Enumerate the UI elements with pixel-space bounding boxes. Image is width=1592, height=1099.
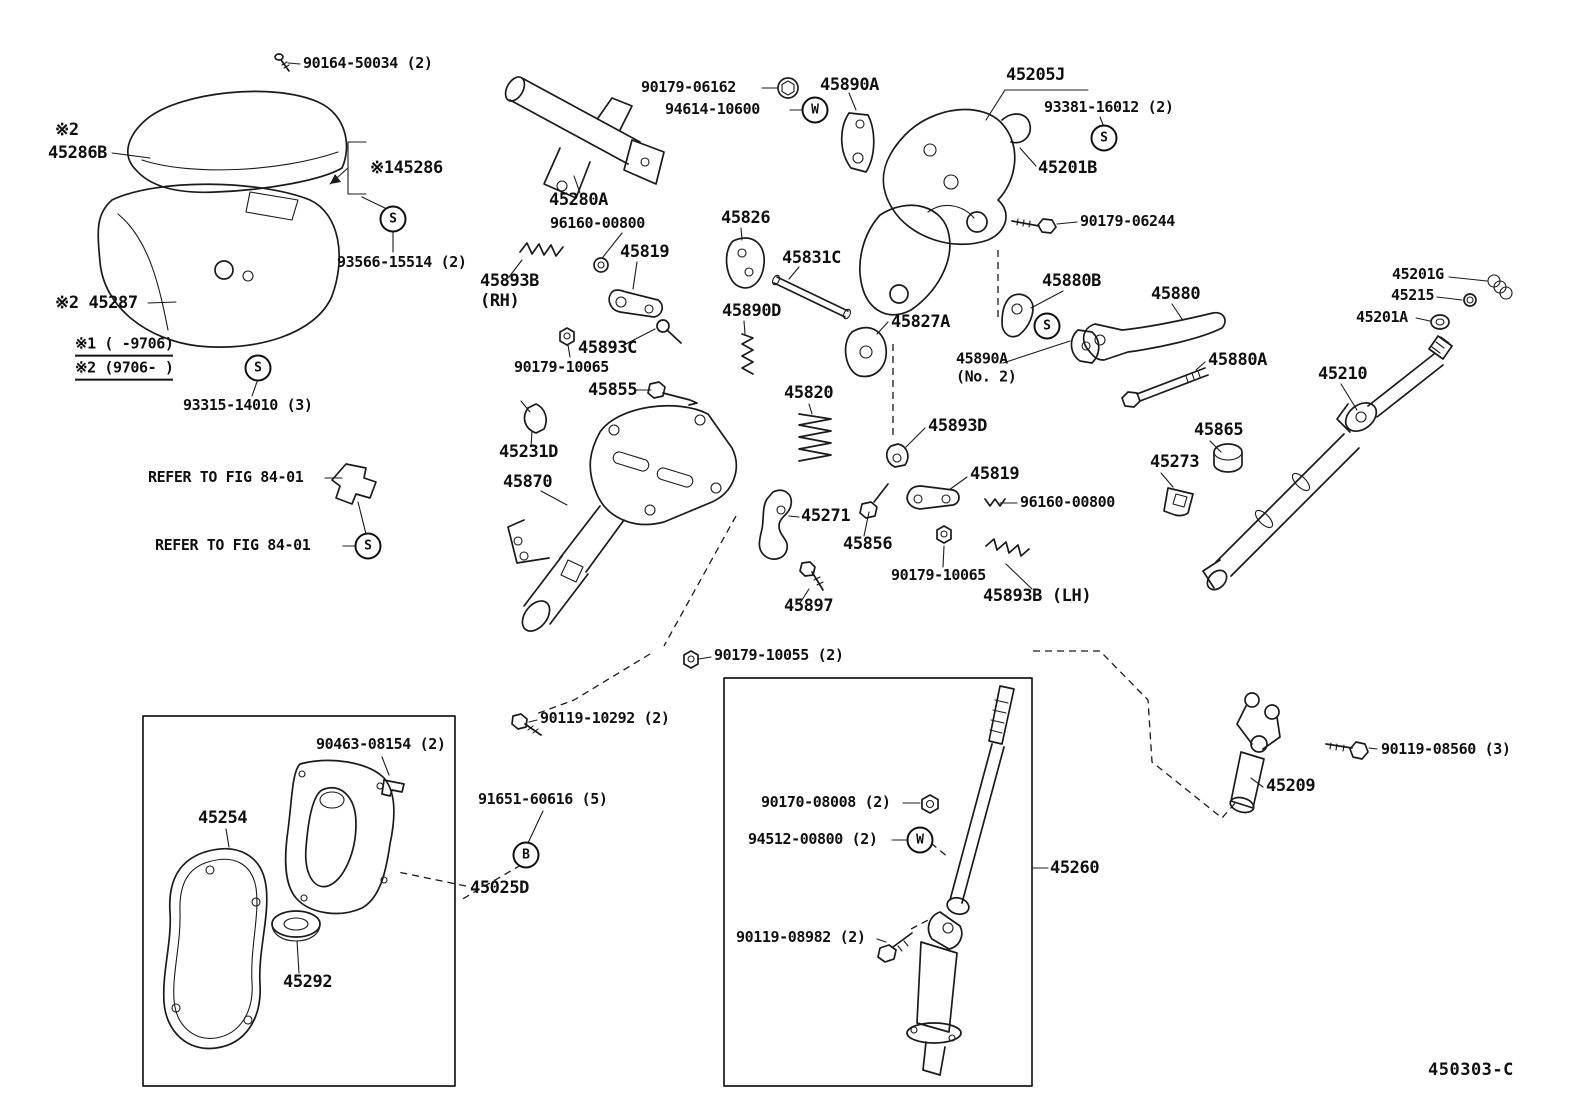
- label-93381-16012-2: 93381-16012 (2): [1044, 98, 1174, 117]
- symbol-s-icon: S: [244, 354, 272, 382]
- label-96160-00800: 96160-00800: [550, 214, 645, 233]
- label-90119-08982-2: 90119-08982 (2): [736, 928, 866, 947]
- spring-45893B-rh-icon: [519, 242, 564, 257]
- label-45831c: 45831C: [782, 247, 842, 268]
- label-94614-10600: 94614-10600: [665, 100, 760, 119]
- symbol-w-icon: W: [801, 96, 829, 124]
- center-hardware: [511, 237, 1030, 736]
- label-45890a-no-2: 45890A (No. 2): [956, 349, 1017, 385]
- label-45280a: 45280A: [549, 189, 609, 210]
- label-45201b: 45201B: [1038, 157, 1098, 178]
- label-45826: 45826: [721, 207, 771, 228]
- label-45855: 45855: [588, 379, 638, 400]
- label-94512-00800-2: 94512-00800 (2): [748, 830, 878, 849]
- spring-45893B-lh-icon: [985, 538, 1030, 557]
- spring-45890D-icon: [741, 333, 754, 375]
- label-93566-15514-2: 93566-15514 (2): [337, 253, 467, 272]
- label-2-9706: ※2 (9706- ): [75, 359, 174, 381]
- joint-45209: [1229, 692, 1369, 814]
- label-45254: 45254: [198, 807, 248, 828]
- label-90179-10065: 90179-10065: [891, 566, 986, 585]
- part-45280A-housing: [504, 76, 665, 199]
- tilt-lever-45880: [1001, 293, 1226, 408]
- label-45897: 45897: [784, 595, 834, 616]
- main-shaft-45210: [1163, 274, 1513, 591]
- label-45865: 45865: [1194, 419, 1244, 440]
- label-45231d: 45231D: [499, 441, 559, 462]
- nut-90179-06162-icon: [777, 77, 799, 99]
- bolt-90179-06244-icon: [1011, 218, 1057, 234]
- symbol-s-icon: S: [1033, 312, 1061, 340]
- screw-90164-icon: [274, 53, 290, 72]
- symbol-s-icon: S: [379, 205, 407, 233]
- label-145286: ※145286: [370, 157, 443, 178]
- label-45025d: 45025D: [470, 877, 530, 898]
- box-intermediate-shaft: [723, 677, 1033, 1087]
- label-45893b-lh: 45893B (LH): [983, 585, 1092, 606]
- label-refer-to-fig-84-01: REFER TO FIG 84-01: [148, 468, 304, 487]
- label-45201a: 45201A: [1356, 308, 1408, 327]
- label-2-45287: ※2 45287: [55, 292, 138, 313]
- label-45870: 45870: [503, 471, 553, 492]
- label-1-9706: ※1 ( -9706): [75, 335, 174, 357]
- label-45209: 45209: [1266, 775, 1316, 796]
- label-45890d: 45890D: [722, 300, 782, 321]
- label-45260: 45260: [1050, 857, 1100, 878]
- label-45271: 45271: [801, 505, 851, 526]
- label-90179-10055-2: 90179-10055 (2): [714, 646, 844, 665]
- label-91651-60616-5: 91651-60616 (5): [478, 790, 608, 809]
- label-90179-06162: 90179-06162: [641, 78, 736, 97]
- symbol-s-icon: S: [1090, 124, 1118, 152]
- symbol-w-icon: W: [906, 826, 934, 854]
- label-45273: 45273: [1150, 451, 1200, 472]
- label-45856: 45856: [843, 533, 893, 554]
- label-45827a: 45827A: [891, 311, 951, 332]
- symbol-s-icon: S: [354, 532, 382, 560]
- label-45890a: 45890A: [820, 74, 880, 95]
- label-45820: 45820: [784, 382, 834, 403]
- label-90119-08560-3: 90119-08560 (3): [1381, 740, 1511, 759]
- column-covers: [97, 53, 390, 535]
- dashed-lines: [397, 250, 1237, 930]
- spring-96160-icon: [984, 498, 1006, 507]
- diagram-code: 450303-C: [1428, 1060, 1514, 1080]
- label-45819: 45819: [620, 241, 670, 262]
- label-45205j: 45205J: [1006, 64, 1066, 85]
- lever-45890A-icon: [840, 112, 875, 173]
- box-cover-plates: [142, 715, 456, 1087]
- label-45880: 45880: [1151, 283, 1201, 304]
- label-90164-50034-2: 90164-50034 (2): [303, 54, 433, 73]
- label-90179-10065: 90179-10065: [514, 358, 609, 377]
- label-45880b: 45880B: [1042, 270, 1102, 291]
- label-45893c: 45893C: [578, 337, 638, 358]
- label-45880a: 45880A: [1208, 349, 1268, 370]
- label-90170-08008-2: 90170-08008 (2): [761, 793, 891, 812]
- label-90119-10292-2: 90119-10292 (2): [540, 709, 670, 728]
- label-2: ※2: [55, 119, 79, 140]
- label-90463-08154-2: 90463-08154 (2): [316, 735, 446, 754]
- label-refer-to-fig-84-01: REFER TO FIG 84-01: [155, 536, 311, 555]
- leader-lines: [111, 62, 1488, 974]
- label-45210: 45210: [1318, 363, 1368, 384]
- symbol-b-icon: B: [512, 841, 540, 869]
- upper-bracket-45205J: [777, 77, 1057, 378]
- label-96160-00800: 96160-00800: [1020, 493, 1115, 512]
- label-45201g: 45201G: [1392, 265, 1444, 284]
- label-90179-06244: 90179-06244: [1080, 212, 1175, 231]
- label-45292: 45292: [283, 971, 333, 992]
- label-45215: 45215: [1391, 286, 1435, 305]
- spring-45820-icon: [798, 413, 832, 462]
- label-45286b: 45286B: [48, 142, 108, 163]
- main-column-45870: [507, 400, 737, 632]
- label-45893b-rh: 45893B (RH): [480, 270, 540, 311]
- label-45819: 45819: [970, 463, 1020, 484]
- label-45893d: 45893D: [928, 415, 988, 436]
- label-93315-14010-3: 93315-14010 (3): [183, 396, 313, 415]
